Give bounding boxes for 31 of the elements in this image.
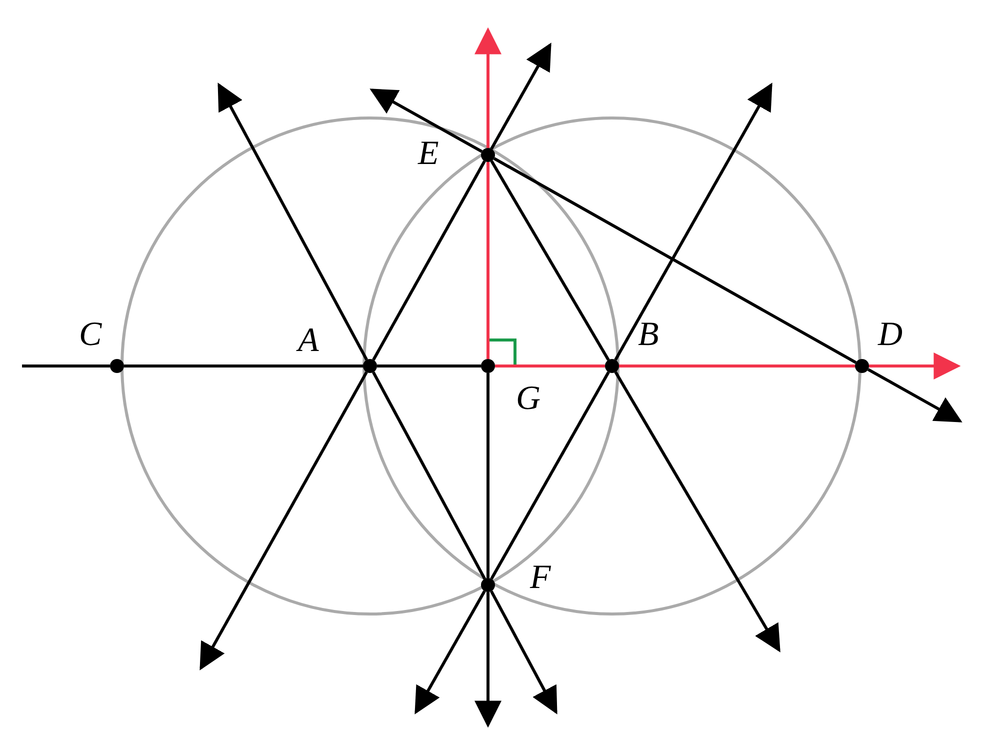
arrow: [490, 590, 558, 714]
point-label: E: [418, 137, 439, 171]
arrow: [614, 82, 772, 361]
arrow: [614, 371, 780, 652]
line-segment: [619, 364, 855, 368]
arrow: [490, 42, 552, 150]
line-segment: [372, 160, 486, 361]
point-label: D: [878, 318, 903, 352]
line-segment: [493, 157, 857, 364]
arrow: [218, 82, 368, 361]
line-segment: [22, 364, 110, 368]
line-segment: [486, 162, 490, 359]
line-segment: [124, 364, 363, 368]
line-segment: [486, 373, 490, 578]
point-label: C: [79, 318, 102, 352]
point-label: A: [298, 324, 319, 358]
arrow: [867, 368, 962, 422]
point-label: B: [638, 318, 659, 352]
line-segment: [490, 371, 610, 580]
arrow: [474, 592, 502, 728]
line-segment: [372, 371, 486, 580]
point-label: F: [530, 561, 551, 595]
line-segment: [490, 160, 610, 361]
arrow: [414, 590, 486, 714]
point-label: G: [516, 382, 541, 416]
arrow: [869, 352, 961, 380]
arrow: [370, 88, 483, 153]
arrow: [474, 27, 502, 148]
line-segment: [495, 364, 605, 368]
line-segment: [377, 364, 481, 368]
arrow: [200, 371, 368, 670]
